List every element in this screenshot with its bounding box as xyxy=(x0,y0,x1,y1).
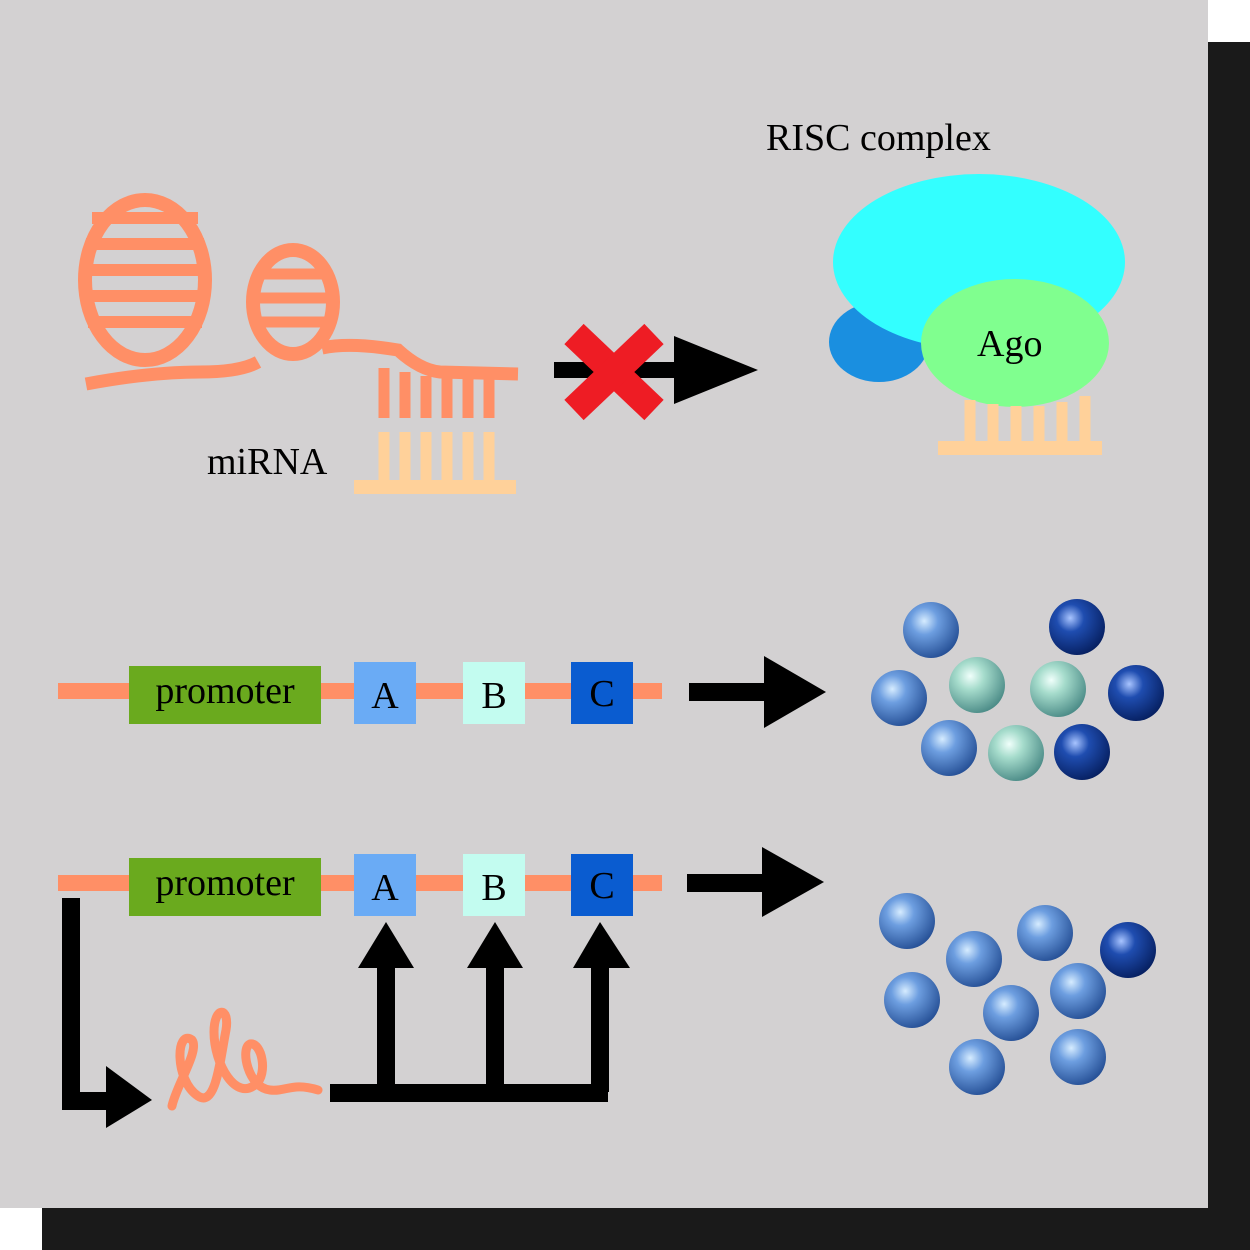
promoter-label: promoter xyxy=(155,862,295,904)
gene-a-label: A xyxy=(371,867,399,909)
promoter-box xyxy=(129,666,321,724)
protein-bead xyxy=(983,985,1039,1041)
protein-bead xyxy=(949,1039,1005,1095)
gene-a-label: A xyxy=(371,675,399,717)
gene-b-label: B xyxy=(481,867,506,909)
mirna-hairpin xyxy=(78,193,519,418)
target-mrna-top xyxy=(354,432,516,494)
protein-bead xyxy=(1050,963,1106,1019)
protein-cluster-1 xyxy=(871,599,1164,781)
expression-arrow-2 xyxy=(687,847,824,917)
ago-label: Ago xyxy=(977,323,1042,365)
risc-complex-label: RISC complex xyxy=(766,117,991,159)
gene-c-label: C xyxy=(589,865,614,907)
protein-bead xyxy=(946,931,1002,987)
protein-bead xyxy=(1049,599,1105,655)
risc-complex xyxy=(829,174,1125,455)
protein-bead xyxy=(921,720,977,776)
protein-bead xyxy=(988,725,1044,781)
gene-box-a xyxy=(354,662,416,724)
gene-b-label: B xyxy=(481,675,506,717)
protein-bead xyxy=(1100,922,1156,978)
gene-box-c xyxy=(571,854,633,916)
protein-bead xyxy=(879,893,935,949)
gene-c-label: C xyxy=(589,673,614,715)
protein-bead xyxy=(949,657,1005,713)
block-x-icon xyxy=(564,323,664,421)
promoter-label: promoter xyxy=(155,670,295,712)
protein-cluster-2 xyxy=(879,893,1156,1095)
protein-bead xyxy=(1054,724,1110,780)
protein-bead xyxy=(903,602,959,658)
mirna-label: miRNA xyxy=(207,441,328,483)
protein-bead xyxy=(871,670,927,726)
gene-box-b xyxy=(463,854,525,916)
transcription-arrow xyxy=(62,898,152,1128)
protein-bead xyxy=(1108,665,1164,721)
expression-arrow-1 xyxy=(689,656,826,728)
protein-bead xyxy=(1050,1029,1106,1085)
promoter-box xyxy=(129,858,321,916)
gene-construct-2 xyxy=(58,854,662,916)
gene-box-c xyxy=(571,662,633,724)
gene-construct-1 xyxy=(58,662,662,724)
protein-bead xyxy=(884,972,940,1028)
protein-bead xyxy=(1017,905,1073,961)
mirna-transcript xyxy=(167,1007,323,1111)
repression-arrows xyxy=(330,922,630,1102)
ago-protein xyxy=(921,279,1109,407)
protein-bead xyxy=(1030,661,1086,717)
gene-box-a xyxy=(354,854,416,916)
gene-box-b xyxy=(463,662,525,724)
